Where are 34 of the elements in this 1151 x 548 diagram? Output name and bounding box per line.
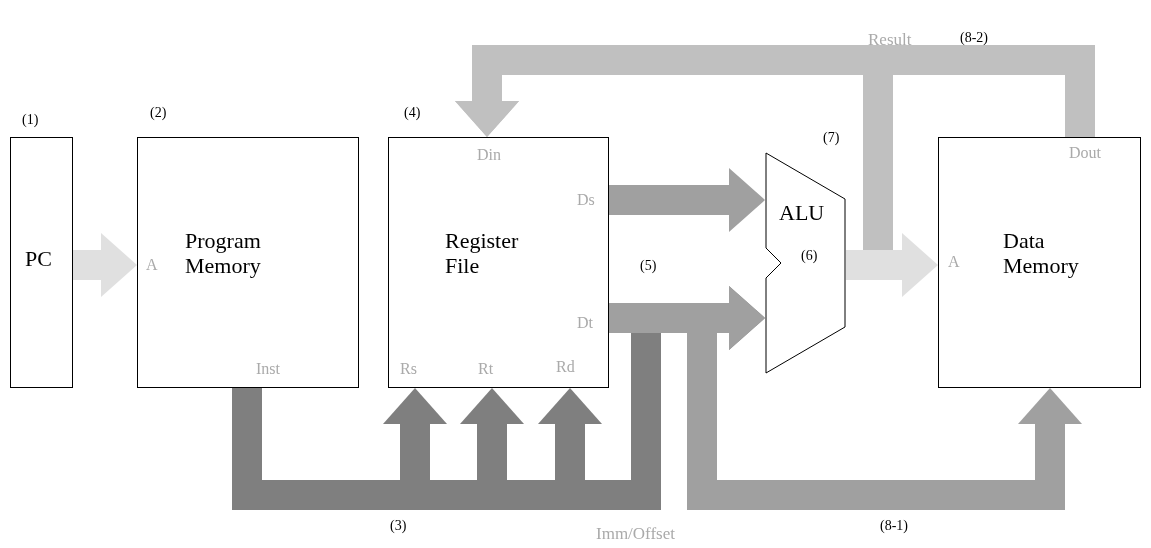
port-label: Dt [577, 314, 593, 333]
register-name: PC [25, 246, 52, 272]
port-label: Rd [556, 358, 575, 377]
arrow [455, 45, 1095, 137]
edge-label: Imm/Offset [596, 524, 675, 544]
callout-number: (1) [22, 112, 39, 129]
callout-number: (8-2) [960, 30, 988, 47]
arrow [73, 233, 137, 297]
port-label: Dout [1069, 144, 1101, 163]
port-label: Inst [256, 360, 280, 379]
memory-name: Program Memory [185, 228, 262, 279]
callout-number: (6) [801, 248, 818, 265]
callout-number: (2) [150, 105, 167, 122]
callout-number: (5) [640, 258, 657, 275]
alu-shape [765, 152, 846, 374]
callout-number: (8-1) [880, 518, 908, 535]
port-label: Rs [400, 360, 417, 379]
edge-label: Result [868, 30, 912, 50]
alu-name: ALU [779, 200, 825, 226]
memory-box [938, 137, 1141, 388]
memory-name: Data Memory [1003, 228, 1080, 279]
port-label: Din [477, 146, 501, 165]
register-file-name: Register File [445, 228, 520, 279]
pc-box [10, 137, 73, 388]
callout-number: (3) [390, 518, 407, 535]
arrow [609, 168, 765, 232]
memory-box [137, 137, 359, 388]
port-label: Ds [577, 191, 595, 210]
callout-number: (4) [404, 105, 421, 122]
arrow [846, 233, 938, 297]
port-label: Rt [478, 360, 494, 379]
port-label: A [948, 253, 960, 272]
register-file-box [388, 137, 609, 388]
port-label: A [146, 256, 158, 275]
